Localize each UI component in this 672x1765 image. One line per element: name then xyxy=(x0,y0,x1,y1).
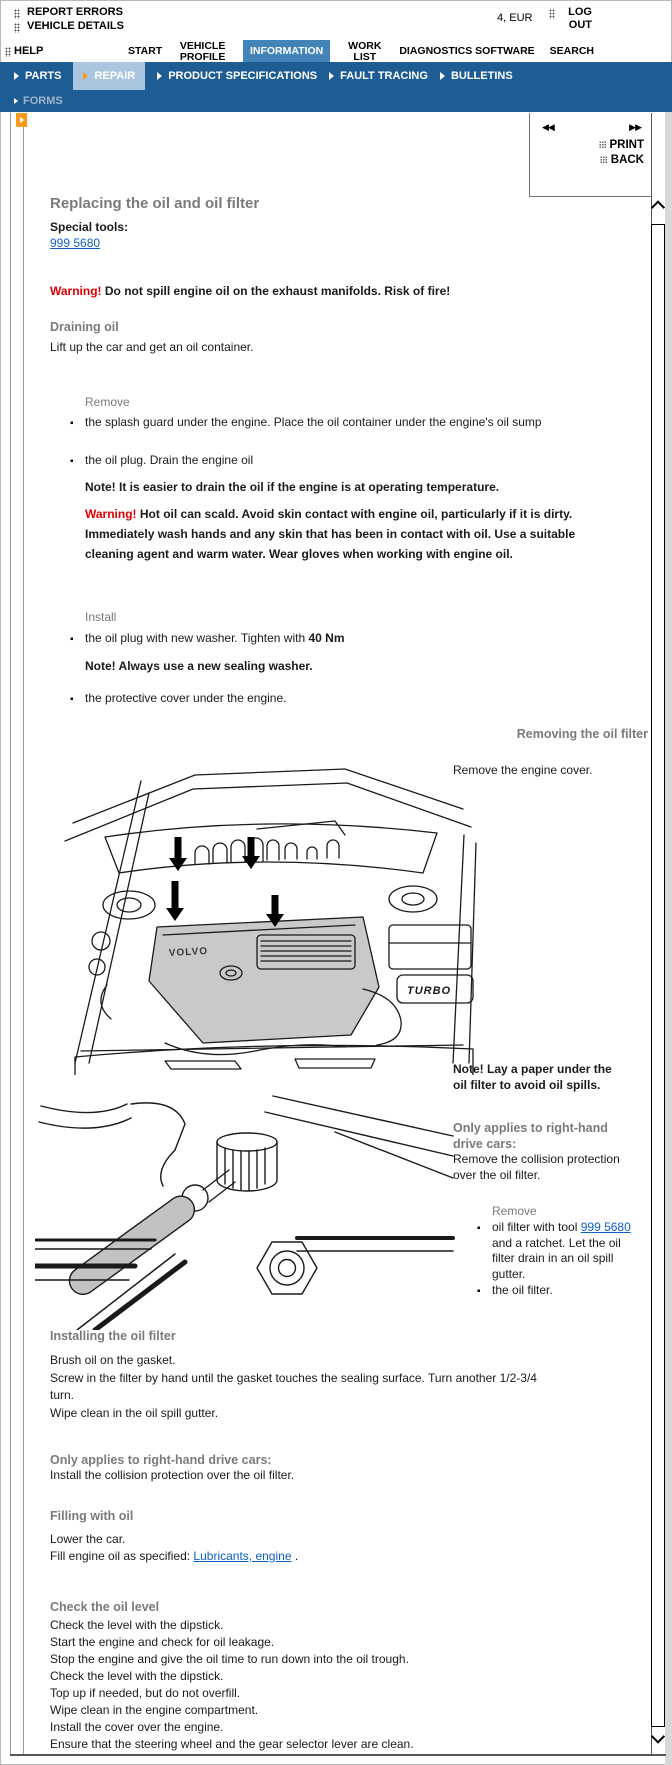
triangle-icon xyxy=(439,72,445,80)
back-icon xyxy=(599,156,607,164)
tab-vehicle-profile[interactable]: VEHICLE PROFILE xyxy=(179,39,226,63)
log-out-link[interactable]: LOG OUT xyxy=(568,6,592,31)
grip-icon xyxy=(5,47,11,57)
print-icon xyxy=(598,141,606,149)
step-text: Start the engine and check for oil leaka… xyxy=(50,1635,275,1649)
scroll-up-button[interactable] xyxy=(650,199,666,215)
install-label: Install xyxy=(85,610,117,624)
list-item: oil filter with tool 999 5680 and a ratc… xyxy=(477,1220,644,1282)
check-steps: Check the level with the dipstick. Start… xyxy=(50,1617,590,1753)
special-tool-link[interactable]: 999 5680 xyxy=(50,236,101,250)
triangle-icon xyxy=(14,72,19,80)
bullet-icon xyxy=(70,628,74,650)
triangle-icon xyxy=(329,72,335,80)
step-text: Remove the engine cover. xyxy=(453,763,593,777)
scroll-down-button[interactable] xyxy=(650,1729,666,1745)
subnav-row1: PARTS REPAIR PRODUCT SPECIFICATIONS FAUL… xyxy=(0,62,672,90)
step-text: Stop the engine and give the oil time to… xyxy=(50,1652,409,1666)
subnav-row2: FORMS xyxy=(0,90,672,112)
profile-currency-value: 4, EUR xyxy=(497,12,533,24)
subnav-item-forms[interactable]: FORMS xyxy=(14,95,63,107)
step-text: Install the cover over the engine. xyxy=(50,1720,224,1734)
scrollbar-thumb[interactable] xyxy=(651,224,665,1727)
step-text: Ensure that the steering wheel and the g… xyxy=(50,1737,414,1751)
torque-value: 40 Nm xyxy=(308,631,345,645)
subnav-item-bulletins[interactable]: BULLETINS xyxy=(439,70,513,82)
grip-icon xyxy=(14,9,20,19)
figure-engine-bay: VOLVO TURBO xyxy=(64,768,477,1075)
bullet-icon xyxy=(70,412,74,434)
step-text: Top up if needed, but do not overfill. xyxy=(50,1686,241,1700)
main-nav: START VEHICLE PROFILE INFORMATION WORK L… xyxy=(128,40,594,63)
rhd-heading: Only applies to right-hand drive cars: xyxy=(453,1121,608,1151)
rhd-text: Install the collision protection over th… xyxy=(50,1468,295,1482)
remove-label: Remove xyxy=(492,1204,537,1218)
remove-label: Remove xyxy=(85,395,130,409)
rhd-text: Remove the collision protection over the… xyxy=(453,1152,620,1182)
section-heading-check-oil-level: Check the oil level xyxy=(50,1600,160,1614)
list-item: the protective cover under the engine. xyxy=(70,688,555,708)
bullet-icon xyxy=(70,450,74,472)
window-gutter xyxy=(665,112,672,1765)
warning-text: Warning! Hot oil can scald. Avoid skin c… xyxy=(85,507,576,561)
warning-text: Warning! Do not spill engine oil on the … xyxy=(50,284,451,298)
tab-diagnostics-software[interactable]: DIAGNOSTICS SOFTWARE xyxy=(399,45,535,57)
back-button[interactable]: BACK xyxy=(599,154,644,166)
previous-document-button[interactable]: ◀◀ xyxy=(542,122,555,132)
step-text: Check the level with the dipstick. xyxy=(50,1669,224,1683)
list-item: the oil filter. xyxy=(477,1283,644,1299)
collapsed-side-panel xyxy=(10,113,24,1755)
rhd-heading: Only applies to right-hand drive cars: xyxy=(50,1453,272,1467)
list-item: the oil plug. Drain the engine oil xyxy=(70,450,555,470)
subnav-item-product-specifications[interactable]: PRODUCT SPECIFICATIONS xyxy=(157,70,317,82)
grip-icon xyxy=(549,9,555,19)
figure-oil-filter-removal xyxy=(35,1095,455,1330)
triangle-icon xyxy=(83,72,89,80)
volvo-label: VOLVO xyxy=(169,946,209,959)
page-title: Replacing the oil and oil filter xyxy=(50,195,260,212)
paragraph: Lift up the car and get an oil container… xyxy=(50,340,254,354)
section-heading-removing-oil-filter: Removing the oil filter xyxy=(516,727,648,741)
tab-start[interactable]: START xyxy=(128,45,163,57)
turbo-label: TURBO xyxy=(407,985,451,997)
subnav-item-repair[interactable]: REPAIR xyxy=(73,62,146,90)
grip-icon xyxy=(14,23,20,33)
lubricants-engine-link[interactable]: Lubricants, engine xyxy=(193,1549,292,1563)
step-text: Wipe clean in the engine compartment. xyxy=(50,1703,259,1717)
bullet-icon xyxy=(477,1220,481,1237)
triangle-icon xyxy=(14,98,18,104)
chevron-up-icon xyxy=(650,200,666,215)
step-text: Check the level with the dipstick. xyxy=(50,1618,224,1632)
paragraph: Brush oil on the gasket. Screw in the fi… xyxy=(50,1353,537,1420)
report-errors-link[interactable]: REPORT ERRORS xyxy=(27,6,123,18)
note-text: Note! Lay a paper under the oil filter t… xyxy=(453,1062,612,1092)
bullet-icon xyxy=(70,688,74,710)
triangle-icon xyxy=(19,117,24,123)
print-button[interactable]: PRINT xyxy=(598,139,644,151)
list-item: the oil plug with new washer. Tighten wi… xyxy=(70,628,555,648)
paragraph: Lower the car. Fill engine oil as specif… xyxy=(50,1532,299,1563)
section-heading-filling-with-oil: Filling with oil xyxy=(50,1509,134,1523)
section-heading-installing-oil-filter: Installing the oil filter xyxy=(50,1329,176,1343)
bullet-icon xyxy=(477,1283,481,1300)
next-document-button[interactable]: ▶▶ xyxy=(629,122,642,132)
list-item: the splash guard under the engine. Place… xyxy=(70,412,555,432)
subnav-item-fault-tracing[interactable]: FAULT TRACING xyxy=(329,70,428,82)
vehicle-details-link[interactable]: VEHICLE DETAILS xyxy=(27,20,124,32)
special-tools-label: Special tools: xyxy=(50,220,129,234)
tab-work-list[interactable]: WORK LIST xyxy=(348,39,382,63)
content-bottom-border xyxy=(10,1754,666,1756)
note-text: Note! Always use a new sealing washer. xyxy=(85,659,313,673)
special-tool-link[interactable]: 999 5680 xyxy=(580,1220,631,1234)
chevron-down-icon xyxy=(650,1729,666,1744)
document-toolbar: ◀◀ ▶▶ PRINT BACK xyxy=(529,113,651,197)
help-link[interactable]: HELP xyxy=(14,45,44,57)
tab-information[interactable]: INFORMATION xyxy=(242,40,331,63)
tab-search[interactable]: SEARCH xyxy=(549,45,594,57)
expand-panel-button[interactable] xyxy=(16,113,27,127)
note-text: Note! It is easier to drain the oil if t… xyxy=(85,480,500,494)
section-heading-draining-oil: Draining oil xyxy=(50,320,119,334)
triangle-icon xyxy=(157,72,163,80)
subnav-item-parts[interactable]: PARTS xyxy=(14,70,61,82)
